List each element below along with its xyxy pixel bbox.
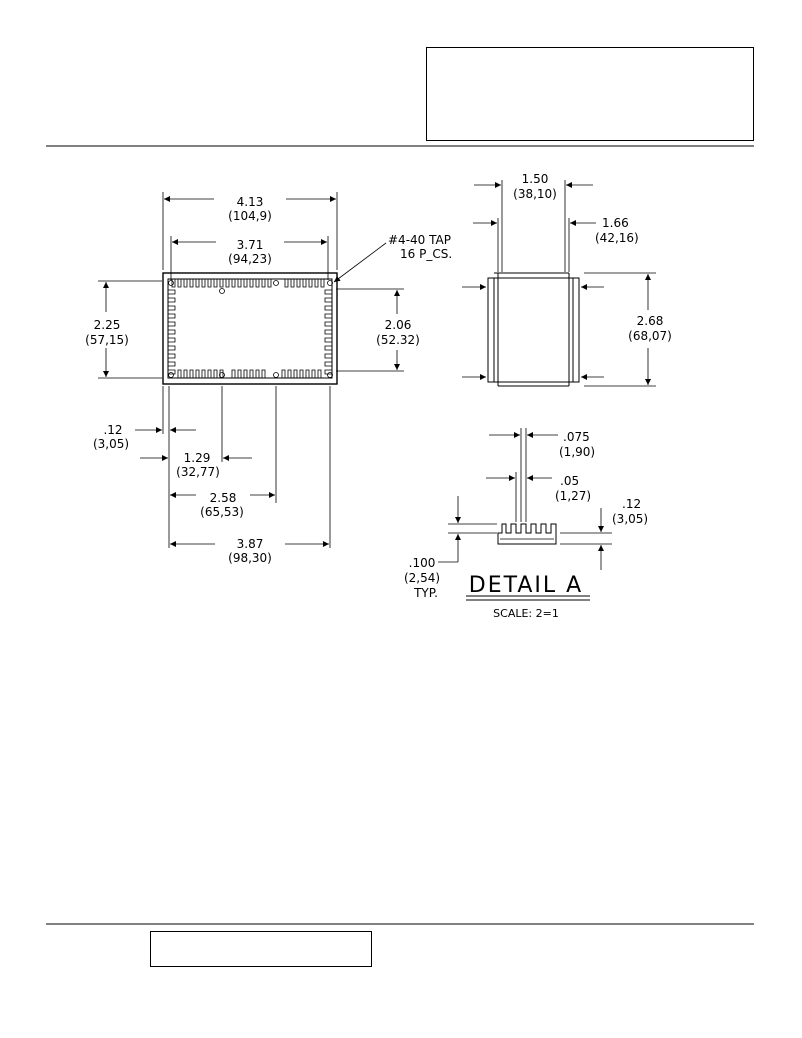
fin-pitch-in: .075 <box>563 430 590 444</box>
side-height-mm: (68,07) <box>628 329 672 343</box>
hole-pos-2-in: 2.58 <box>210 491 237 505</box>
fin-pitch-mm: (1,90) <box>559 445 595 459</box>
fin-width-mm: (1,27) <box>555 489 591 503</box>
hole-pos-1-in: 1.29 <box>184 451 211 465</box>
tap-holes <box>168 280 333 378</box>
side-height-in: 2.68 <box>637 314 664 328</box>
side-flange-left <box>487 277 495 383</box>
tap-note-line2: 16 P_CS. <box>400 247 452 261</box>
title-block-top <box>426 47 754 141</box>
hole-pos-3-in: 3.87 <box>237 537 264 551</box>
dim-bottom-group: .12 (3,05) 1.29 (32,77) 2.58 (65,53) 3.8… <box>93 386 331 565</box>
tap-hole <box>219 372 225 378</box>
overall-height-in: 2.25 <box>94 318 121 332</box>
fins-left-edge <box>167 289 176 375</box>
edge-offset-mm: (3,05) <box>93 437 129 451</box>
hole-pos-1-mm: (32,77) <box>176 465 220 479</box>
dim-side-height: 2.68 (68,07) <box>584 272 672 387</box>
fin-depth-mm: (3,05) <box>612 512 648 526</box>
hole-pos-2-mm: (65,53) <box>200 505 244 519</box>
dim-hole-height: 2.06 (52.32) <box>336 288 420 372</box>
hole-pos-3-mm: (98,30) <box>228 551 272 565</box>
tap-hole <box>327 372 333 378</box>
tap-note-line1: #4-40 TAP <box>388 233 451 247</box>
detail-a: .075 (1,90) .05 (1,27) .100 (2,54) TYP. … <box>404 428 648 620</box>
tap-note: #4-40 TAP 16 P_CS. <box>333 233 452 283</box>
dim-hole-width: 3.71 (94,23) <box>170 236 329 280</box>
side-flange-right <box>572 277 580 383</box>
side-view <box>462 272 604 387</box>
dim-side-body-width: 1.50 (38,10) <box>474 172 593 272</box>
detail-scale: SCALE: 2=1 <box>493 607 559 620</box>
tap-hole <box>327 280 333 286</box>
fin-height-note: TYP. <box>413 586 438 600</box>
heatsink-inner <box>167 278 333 379</box>
body-width-in: 1.50 <box>522 172 549 186</box>
detail-fin-profile <box>497 523 557 545</box>
hole-width-in: 3.71 <box>237 238 264 252</box>
fins-right-edge <box>324 289 333 379</box>
top-view <box>162 272 338 385</box>
fin-height-in: .100 <box>409 556 436 570</box>
fin-width-in: .05 <box>560 474 579 488</box>
overall-width-in: 4.13 <box>237 195 264 209</box>
dim-overall-height: 2.25 (57,15) <box>85 280 162 379</box>
tap-hole <box>168 372 174 378</box>
hole-width-mm: (94,23) <box>228 252 272 266</box>
flange-width-mm: (42,16) <box>595 231 639 245</box>
tap-hole <box>273 280 279 286</box>
dim-overall-width: 4.13 (104,9) <box>162 192 338 270</box>
tap-hole <box>219 288 225 294</box>
tap-hole <box>168 280 174 286</box>
tap-hole <box>273 372 279 378</box>
hole-height-in: 2.06 <box>385 318 412 332</box>
overall-width-mm: (104,9) <box>228 209 272 223</box>
fins-top-edge <box>171 278 325 288</box>
heatsink-outline <box>162 272 338 385</box>
fin-depth-in: .12 <box>622 497 641 511</box>
hole-height-mm: (52.32) <box>376 333 420 347</box>
title-block-bottom <box>150 931 372 967</box>
overall-height-mm: (57,15) <box>85 333 129 347</box>
edge-offset-in: .12 <box>103 423 122 437</box>
fin-height-mm: (2,54) <box>404 571 440 585</box>
detail-title: DETAIL A <box>469 573 583 598</box>
fins-bottom-edge <box>177 369 322 379</box>
flange-width-in: 1.66 <box>602 216 629 230</box>
dim-side-flange-width: 1.66 (42,16) <box>473 216 639 272</box>
body-width-mm: (38,10) <box>513 187 557 201</box>
